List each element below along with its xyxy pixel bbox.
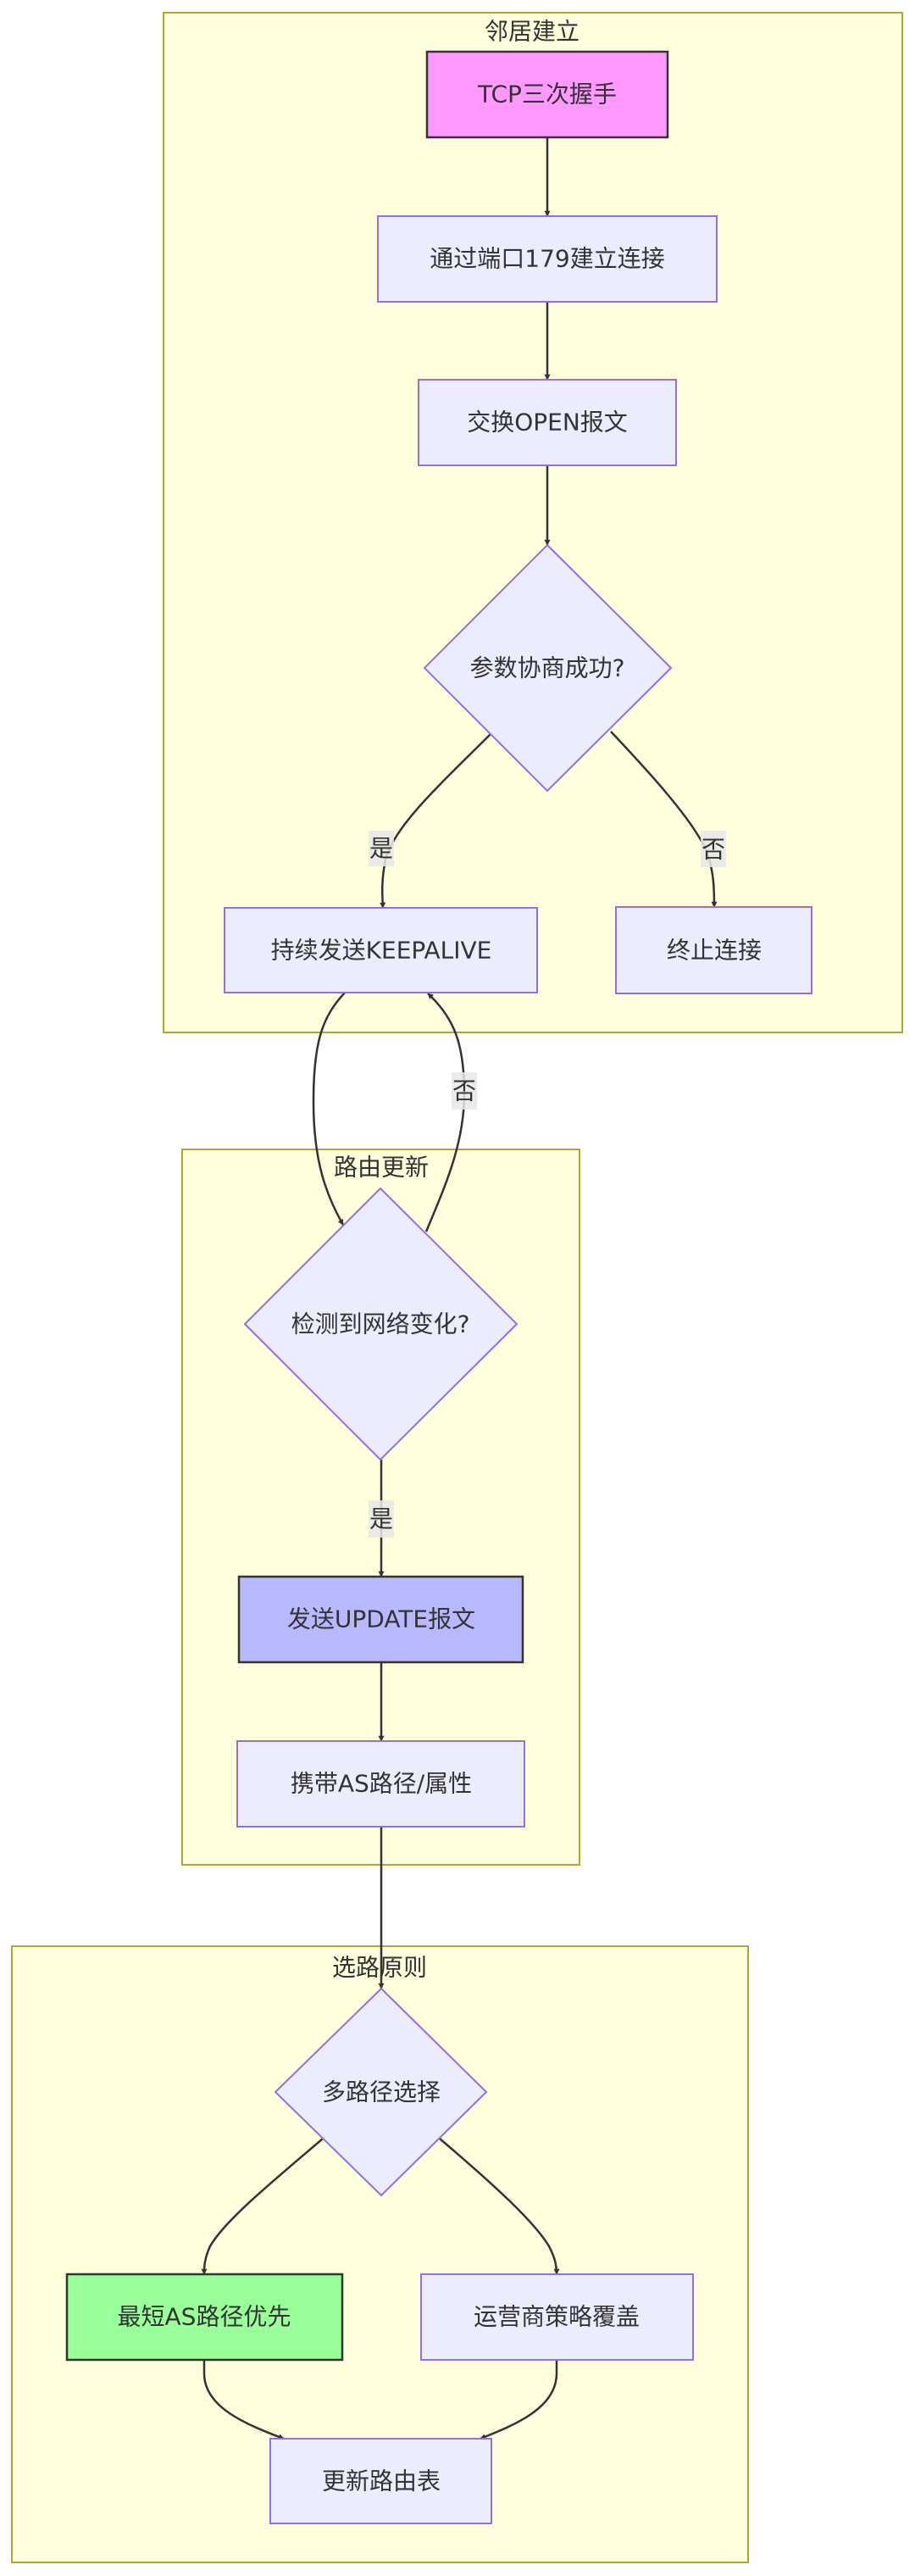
edge-negotiate-to-terminate: [610, 731, 718, 908]
edge-label-yes-update: 是: [369, 1500, 394, 1538]
node-box[interactable]: [418, 379, 677, 466]
decision-diamond[interactable]: [243, 1187, 518, 1461]
node-update-routing-table[interactable]: 更新路由表: [269, 2438, 492, 2524]
node-port-179[interactable]: 通过端口179建立连接: [377, 215, 718, 303]
edge-label-text: 是: [369, 835, 393, 863]
node-label: 更新路由表: [322, 2468, 441, 2495]
edge-operator-to-table: [480, 2360, 558, 2440]
node-shortest-as-path[interactable]: 最短AS路径优先: [65, 2273, 344, 2362]
edge-label-text: 否: [452, 1077, 476, 1105]
node-label: 持续发送KEEPALIVE: [271, 937, 492, 965]
edge-shortest-to-table: [202, 2360, 285, 2440]
edge-label-text: 否: [702, 836, 725, 864]
node-label: 运营商策略覆盖: [474, 2303, 640, 2331]
edge-label-no-terminate: 否: [701, 831, 726, 867]
cluster-neighbor-establishment: 邻居建立: [163, 12, 903, 1033]
node-multipath-decision[interactable]: 多路径选择: [274, 1987, 488, 2197]
edge-keepalive-to-detect: [312, 992, 346, 1226]
edge-label-bg: [369, 1500, 394, 1538]
node-label: 发送UPDATE报文: [287, 1605, 475, 1633]
node-label: 通过端口179建立连接: [430, 245, 664, 273]
node-negotiate-decision[interactable]: 参数协商成功?: [423, 543, 673, 793]
edge-multipath-to-shortest: [201, 2138, 324, 2275]
node-box[interactable]: [615, 906, 812, 994]
edge-label-text: 是: [369, 1505, 393, 1533]
node-box[interactable]: [377, 215, 718, 303]
edge-label-bg: [369, 831, 394, 866]
node-keepalive[interactable]: 持续发送KEEPALIVE: [224, 907, 538, 993]
edge-label-bg: [701, 831, 726, 867]
node-label: 最短AS路径优先: [118, 2303, 291, 2331]
cluster-title: 选路原则: [332, 1954, 427, 1982]
edge-label-yes-keepalive: 是: [369, 831, 394, 866]
node-box[interactable]: [236, 1740, 525, 1828]
node-box[interactable]: [420, 2273, 694, 2361]
node-operator-policy[interactable]: 运营商策略覆盖: [420, 2273, 694, 2361]
node-label: 交换OPEN报文: [467, 409, 628, 437]
decision-diamond[interactable]: [274, 1987, 488, 2197]
node-exchange-open[interactable]: 交换OPEN报文: [418, 379, 677, 466]
edge-label-no-keepalive: 否: [452, 1072, 477, 1110]
node-terminate[interactable]: 终止连接: [615, 906, 812, 994]
edge-multipath-to-operator: [439, 2138, 560, 2275]
cluster-box: [163, 12, 903, 1033]
node-label: TCP三次握手: [477, 81, 617, 108]
node-detect-decision[interactable]: 检测到网络变化?: [243, 1187, 518, 1461]
node-label: 终止连接: [667, 937, 762, 965]
cluster-title: 邻居建立: [485, 18, 580, 46]
node-send-update[interactable]: 发送UPDATE报文: [237, 1575, 524, 1664]
node-tcp-handshake[interactable]: TCP三次握手: [425, 50, 669, 139]
node-box[interactable]: [425, 50, 669, 139]
node-label: 参数协商成功?: [470, 654, 625, 682]
decision-diamond[interactable]: [423, 543, 673, 793]
node-label: 携带AS路径/属性: [291, 1770, 472, 1798]
node-label: 多路径选择: [322, 2078, 441, 2106]
node-box[interactable]: [237, 1575, 524, 1664]
edge-label-bg: [452, 1072, 477, 1110]
node-carry-as-path[interactable]: 携带AS路径/属性: [236, 1740, 525, 1828]
node-box[interactable]: [269, 2438, 492, 2524]
cluster-title: 路由更新: [334, 1154, 429, 1182]
node-box[interactable]: [65, 2273, 344, 2362]
node-box[interactable]: [224, 907, 538, 993]
node-label: 检测到网络变化?: [291, 1310, 470, 1338]
